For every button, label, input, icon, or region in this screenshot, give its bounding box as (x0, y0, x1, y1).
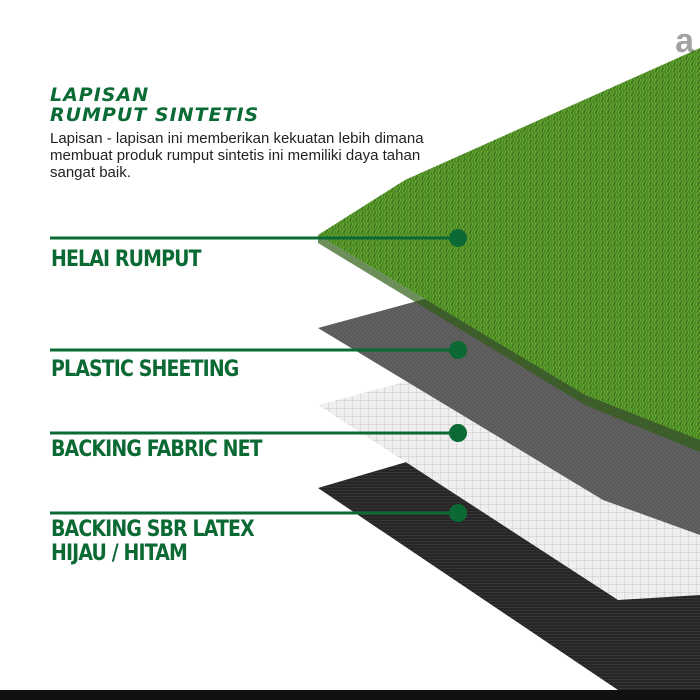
grass-layer (318, 48, 700, 440)
label-backing-sbr-latex: BACKING SBR LATEX (51, 517, 255, 542)
connector-helai-rumput (50, 229, 467, 247)
label-helai-rumput: HELAI RUMPUT (51, 247, 202, 272)
label-plastic-sheeting: PLASTIC SHEETING (51, 357, 239, 382)
connector-backing-fabric-net (50, 424, 467, 442)
connector-plastic-sheeting (50, 341, 467, 359)
title-line-1: LAPISAN (50, 84, 150, 106)
title-line-2: RUMPUT SINTETIS (50, 104, 260, 126)
bottom-bar (0, 690, 700, 700)
label-backing-fabric-net: BACKING FABRIC NET (51, 437, 263, 462)
intro-text: Lapisan - lapisan ini memberikan kekuata… (50, 130, 424, 181)
label-hijau-hitam: HIJAU / HITAM (51, 541, 188, 566)
connector-backing-sbr-latex (50, 504, 467, 522)
brand-watermark-logo: a (675, 22, 694, 60)
grass-shadow (318, 235, 700, 452)
